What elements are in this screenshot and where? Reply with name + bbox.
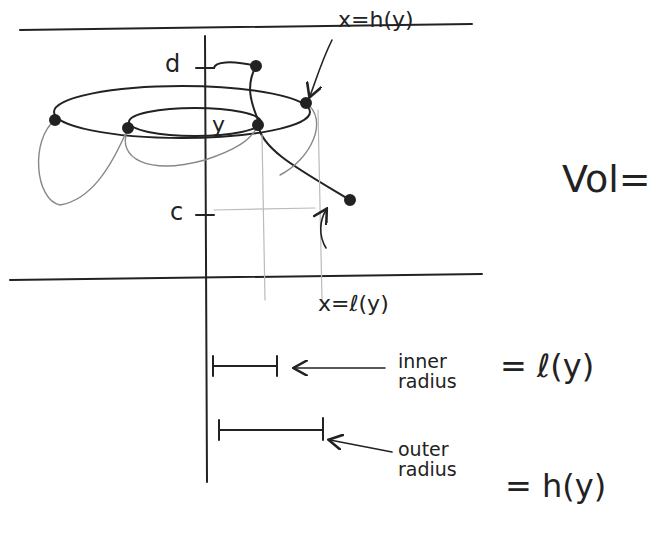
axis-label: y — [212, 113, 225, 136]
formula-text: Vol= — [562, 160, 651, 200]
axis-label: d — [165, 52, 180, 77]
curve-label: x=h(y) — [338, 8, 414, 31]
radius-label: outer radius — [398, 440, 478, 480]
radius-value: = ℓ(y) — [500, 350, 594, 384]
radius-label: inner radius — [398, 352, 470, 392]
axis-label: c — [170, 200, 183, 225]
curve-label: x=ℓ(y) — [318, 292, 389, 315]
radius-value: = h(y) — [505, 470, 606, 504]
